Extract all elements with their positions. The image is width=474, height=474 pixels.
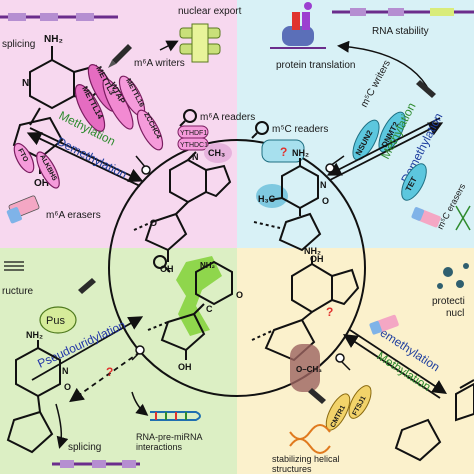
m6a-readers-label: m⁶A readers [200,112,255,123]
mrna-strand-icon [52,460,140,468]
m6a-writers-label: m⁶A writers [134,58,185,69]
protein-translation-label: protein translation [276,60,356,71]
nm-och3-label: O–CH₃ [296,365,322,374]
magnifier-reader-icon [153,255,171,273]
pus-enzyme [39,306,77,334]
m5c-reader-question: ? [280,145,287,159]
psi-question: ? [106,365,113,379]
m6a-eraser-complex [13,142,60,189]
m5c-reader-protein [261,139,305,163]
m5c-demethylation-arrow [329,122,444,181]
quadrant-nm-bg [237,248,474,474]
m6a-n-label: N [22,78,29,89]
m5c-methyl-highlight [256,184,288,208]
m5c-h3c-label: H₃C [258,194,276,204]
m5c-readers-label: m⁵C readers [272,124,328,135]
pen-writer-icon [308,388,326,404]
nuclear-pore-icon [179,23,221,63]
psi-central-oh: OH [178,362,192,372]
pen-writer-icon [416,80,436,98]
m5c-eraser-tet [401,163,427,201]
m5c-writer-complex [352,111,406,161]
m6a-erasers-label: m⁶A erasers [46,210,101,221]
magnifier-reader-icon [251,121,269,139]
psi-splicing-label: splicing [68,442,101,453]
circle-pointers [131,155,351,371]
psi-pseudouridylation-arrow [31,316,144,381]
eraser-icon [369,314,399,335]
nm-nucleus-label: nucl [446,308,464,319]
m6a-ch3-label: CH₃ [208,148,225,158]
eraser-icon [411,207,441,228]
m5c-oh-label: OH [310,254,324,264]
psi-n-label: N [62,366,69,376]
central-psi-structure [147,260,233,360]
nuclear-export-label: nuclear export [178,6,242,17]
psi-mirna-arrow [131,391,149,416]
psi-reverse-arrow [69,351,141,403]
nm-writer-complex [325,385,372,431]
m5c-n-label: N [320,180,327,190]
uridine-structure [6,340,61,454]
m6a-methylation-arrow [29,127,144,182]
psi-central-o: O [236,290,243,300]
m5c-methylation-arrow [326,117,441,176]
m5c-o-label: O [322,196,329,206]
nm-demethylation-arrow [349,329,448,394]
m5c-translation-arrow [337,40,431,93]
nm-methyl-highlight [290,344,320,392]
rna-hairpin-icon [150,411,201,421]
central-m6a-structure [133,151,232,262]
pen-writer-icon [108,44,132,68]
m6a-splicing-label: splicing [2,39,35,50]
magnifier-reader-icon [179,109,197,127]
m6a-demethylation-arrow [26,132,141,187]
m6a-ring-o-label: O [150,218,157,228]
nuclear-export-arrow [159,40,179,52]
m6a-nh-label: N [192,152,199,162]
nm-protection-label: protecti [432,296,465,307]
rna-stability-label: RNA stability [372,26,429,37]
dna-helix-icon [455,205,471,231]
ribosome-icon [270,2,326,49]
m6a-nh2-label: NH₂ [44,34,63,45]
psi-o-label: O [64,382,71,392]
psi-structure-label: ructure [2,286,34,297]
mrna-strand-icon [4,261,24,271]
reader-ythdf1: YTHDF1 [180,130,207,137]
nm-question: ? [326,305,333,319]
m6a-writer-complex [74,64,164,151]
psi-nh2-label: NH₂ [26,330,43,340]
nm-product-structure [394,379,474,462]
m6a-reader-complex [177,125,209,151]
eraser-icon [6,195,40,224]
dna-helix-icon [289,424,331,454]
m6a-methyl-highlight [204,143,232,163]
nucleus-fragments-icon [437,263,469,289]
nm-nh2-label: NH₂ [304,246,321,256]
reader-ythdc1: YTHDC1 [180,142,208,149]
nm-methylation-arrow [342,334,441,399]
central-cycle-circle [108,139,366,397]
pen-writer-icon [78,278,96,294]
m5c-nh2-label: NH₂ [292,148,309,158]
central-m5c-structure [253,158,322,252]
m6a-oh-label: OH [34,178,49,189]
mrna-strand-icon [332,8,474,16]
mrna-strand-icon [0,13,118,21]
psi-central-nh2: NH₂ [200,261,216,270]
psi-central-c: C [206,304,213,314]
pus-label: Pus [46,315,65,327]
psi-splicing-arrow [55,403,69,449]
central-nm-structure [251,256,360,362]
